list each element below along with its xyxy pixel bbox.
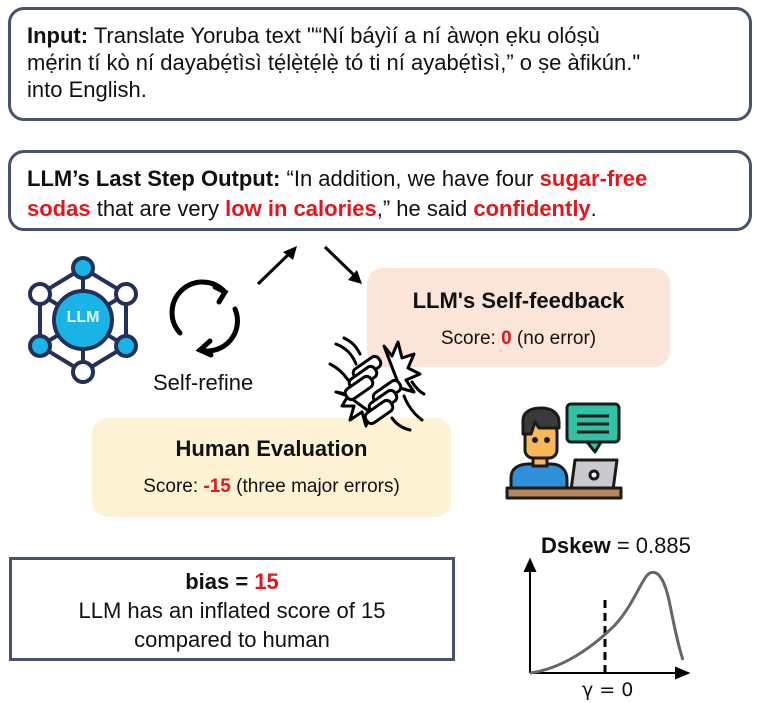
bias-eq: =	[229, 569, 255, 594]
input-box: Input: Translate Yoruba text "“Ní báyìí …	[8, 7, 752, 121]
fist-bump-conflict-icon	[328, 336, 426, 432]
bias-box: bias = 15 LLM has an inflated score of 1…	[9, 557, 455, 661]
input-line1: Translate Yoruba text "“Ní báyìí a ní àw…	[93, 23, 600, 48]
output-seg1: “In addition, we have four	[286, 166, 540, 191]
dskew-name: Dskew	[541, 533, 611, 558]
output-seg4: .	[590, 196, 597, 221]
input-text: Input: Translate Yoruba text "“Ní báyìí …	[27, 22, 733, 103]
refresh-cycle-icon	[169, 279, 240, 358]
score-value: -15	[203, 476, 231, 497]
llm-icon-label: LLM	[66, 309, 100, 326]
llm-network-icon	[28, 256, 138, 384]
human-evaluation-panel: Human Evaluation Score: -15 (three major…	[92, 418, 451, 517]
self-feedback-panel: LLM's Self-feedback Score: 0 (no error)	[367, 268, 670, 367]
input-line3: into English.	[27, 77, 147, 102]
bias-description-2: compared to human	[134, 627, 330, 652]
score-note: (no error)	[511, 328, 597, 349]
human-evaluation-title: Human Evaluation	[175, 436, 368, 461]
dskew-value: = 0.885	[610, 533, 691, 558]
bias-description-1: LLM has an inflated score of 15	[78, 598, 386, 623]
input-label: Input:	[27, 23, 89, 48]
human-evaluation-score: Score: -15 (three major errors)	[92, 476, 451, 498]
output-seg3: ,” he said	[376, 196, 474, 221]
human-evaluator-icon	[505, 402, 623, 500]
bias-title: bias = 15	[12, 568, 452, 596]
gamma-axis-label: γ = 0	[582, 679, 634, 701]
error-highlight-3: confidently	[473, 196, 591, 221]
arrow-down-right-icon	[323, 245, 362, 284]
llm-output-box: LLM’s Last Step Output: “In addition, we…	[8, 150, 752, 231]
bias-value: 15	[254, 569, 279, 594]
error-highlight-1: sugar-free	[539, 166, 648, 191]
skew-distribution-plot	[523, 557, 691, 680]
self-feedback-title: LLM's Self-feedback	[412, 288, 625, 313]
self-feedback-score: Score: 0 (no error)	[367, 328, 670, 350]
output-seg2: that are very	[90, 196, 226, 221]
score-value: 0	[501, 328, 512, 349]
input-line2: mẹ́rin tí kò ní dayabẹ́tìsì tẹ́lẹ̀tẹ́lẹ̀…	[27, 50, 641, 75]
arrow-up-right-icon	[256, 246, 297, 286]
output-label: LLM’s Last Step Output:	[27, 166, 281, 191]
score-label: Score:	[440, 328, 502, 349]
error-highlight-1b: sodas	[27, 196, 91, 221]
score-label: Score:	[143, 476, 204, 497]
llm-output-text: LLM’s Last Step Output: “In addition, we…	[27, 164, 733, 224]
self-refine-label: Self-refine	[153, 370, 254, 395]
dskew-label: Dskew = 0.885	[541, 533, 691, 559]
error-highlight-2: low in calories	[225, 196, 377, 221]
bias-label: bias	[185, 569, 230, 594]
score-note: (three major errors)	[230, 476, 400, 497]
